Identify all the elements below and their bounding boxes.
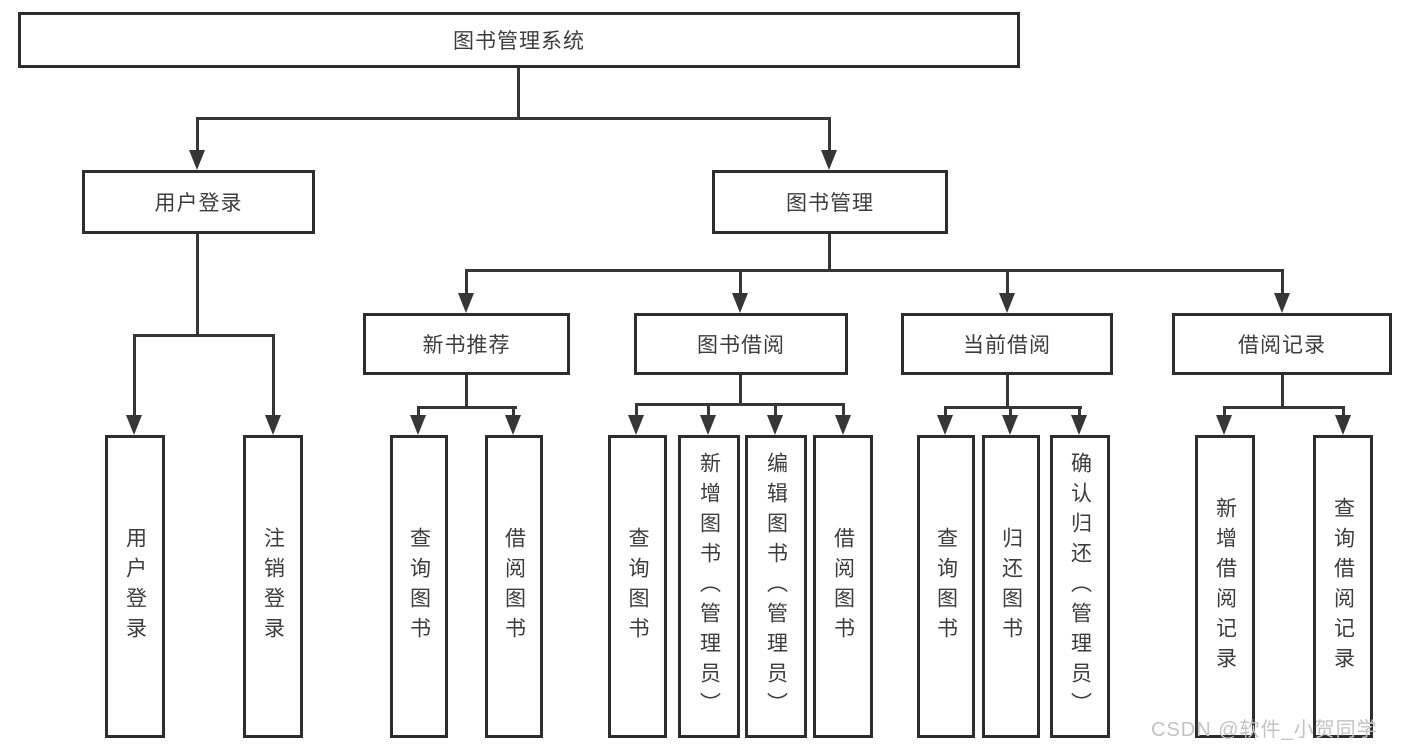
node-book-borrow: 图书借阅	[634, 313, 848, 375]
leaf-nb-query-book-label: 查询图书	[407, 526, 431, 647]
csdn-watermark: CSDN @软件_小贺同学	[1151, 719, 1378, 741]
leaf-bb-borrow-book-label: 借阅图书	[831, 526, 855, 647]
node-book-borrow-label: 图书借阅	[697, 334, 785, 357]
edge-current-borrow-split	[944, 406, 1082, 409]
edge-stub-leaf	[133, 334, 136, 418]
arrow-down-icon	[1216, 415, 1232, 435]
arrow-down-icon	[458, 293, 474, 313]
edge-stub-module	[1006, 269, 1009, 296]
arrow-down-icon	[767, 415, 783, 435]
edge-new-book-split	[417, 406, 517, 409]
leaf-user-login-label: 用户登录	[123, 526, 147, 647]
leaf-br-query-record-label: 查询借阅记录	[1331, 496, 1355, 677]
node-user-login-label: 用户登录	[154, 192, 243, 215]
edge-stub-module	[1281, 269, 1284, 296]
leaf-br-add-record-label: 新增借阅记录	[1213, 496, 1237, 677]
edge-book-borrow-down	[739, 375, 742, 406]
leaf-cb-return-book-label: 归还图书	[999, 526, 1023, 647]
leaf-br-query-record: 查询借阅记录	[1313, 435, 1373, 738]
arrow-down-icon	[821, 150, 837, 170]
edge-stub-leaf	[944, 406, 947, 418]
arrow-down-icon	[1071, 415, 1087, 435]
edge-stub-user-login	[196, 117, 199, 153]
edge-stub-module	[465, 269, 468, 296]
leaf-bb-borrow-book: 借阅图书	[813, 435, 873, 738]
edge-current-borrow-down	[1006, 375, 1009, 409]
arrow-down-icon	[732, 293, 748, 313]
edge-stub-leaf	[1223, 406, 1226, 418]
edge-stub-leaf	[1009, 406, 1012, 418]
node-new-book-recommend: 新书推荐	[363, 313, 570, 375]
arrow-down-icon	[628, 415, 644, 435]
leaf-bb-add-book-admin-label: 新增图书（管理员）	[697, 451, 721, 722]
arrow-down-icon	[937, 415, 953, 435]
arrow-down-icon	[1274, 293, 1290, 313]
edge-book-mgmt-split	[465, 269, 1284, 272]
edge-user-login-down	[196, 233, 199, 336]
leaf-logout-login-label: 注销登录	[261, 526, 285, 647]
leaf-cb-return-book: 归还图书	[982, 435, 1040, 738]
arrow-down-icon	[999, 293, 1015, 313]
edge-book-borrow-split	[635, 403, 845, 406]
edge-stub-module	[739, 269, 742, 296]
node-book-mgmt: 图书管理	[712, 170, 948, 234]
edge-stub-leaf	[774, 403, 777, 418]
leaf-nb-query-book: 查询图书	[390, 435, 448, 738]
node-current-borrow: 当前借阅	[901, 313, 1113, 375]
leaf-bb-query-book-label: 查询图书	[626, 526, 649, 647]
node-root-label: 图书管理系统	[453, 30, 585, 53]
edge-stub-leaf	[707, 403, 710, 418]
node-user-login: 用户登录	[82, 170, 315, 234]
leaf-cb-confirm-return-admin-label: 确认归还（管理员）	[1068, 451, 1092, 722]
leaf-cb-query-book-label: 查询图书	[934, 526, 958, 647]
leaf-cb-query-book: 查询图书	[917, 435, 975, 738]
edge-stub-leaf	[512, 406, 515, 418]
leaf-nb-borrow-book-label: 借阅图书	[502, 526, 526, 647]
node-borrow-record: 借阅记录	[1172, 313, 1392, 375]
arrow-down-icon	[265, 415, 281, 435]
edge-book-mgmt-down	[828, 233, 831, 272]
arrow-down-icon	[1335, 415, 1351, 435]
node-current-borrow-label: 当前借阅	[963, 334, 1051, 357]
edge-user-login-split	[133, 334, 275, 337]
arrow-down-icon	[410, 415, 426, 435]
leaf-cb-confirm-return-admin: 确认归还（管理员）	[1050, 435, 1110, 738]
arrow-down-icon	[700, 415, 716, 435]
edge-new-book-down	[465, 375, 468, 409]
arrow-down-icon	[835, 415, 851, 435]
leaf-bb-edit-book-admin-label: 编辑图书（管理员）	[764, 451, 788, 722]
edge-stub-leaf	[1078, 406, 1081, 418]
leaf-bb-add-book-admin: 新增图书（管理员）	[678, 435, 740, 738]
node-new-book-recommend-label: 新书推荐	[422, 334, 511, 357]
leaf-br-add-record: 新增借阅记录	[1195, 435, 1255, 738]
edge-borrow-record-down	[1281, 375, 1284, 409]
leaf-bb-edit-book-admin: 编辑图书（管理员）	[745, 435, 807, 738]
node-root: 图书管理系统	[18, 12, 1020, 68]
edge-stub-leaf	[417, 406, 420, 418]
edge-stub-leaf	[842, 403, 845, 418]
edge-stub-leaf	[272, 334, 275, 418]
node-book-mgmt-label: 图书管理	[786, 192, 874, 215]
arrow-down-icon	[126, 415, 142, 435]
node-borrow-record-label: 借阅记录	[1238, 334, 1326, 357]
leaf-user-login: 用户登录	[105, 435, 165, 738]
edge-stub-leaf	[635, 403, 638, 418]
edge-borrow-record-split	[1223, 406, 1345, 409]
arrow-down-icon	[189, 150, 205, 170]
leaf-logout-login: 注销登录	[243, 435, 303, 738]
edge-root-down	[517, 68, 520, 118]
leaf-nb-borrow-book: 借阅图书	[485, 435, 543, 738]
edge-root-split	[196, 117, 831, 120]
leaf-bb-query-book: 查询图书	[608, 435, 667, 738]
arrow-down-icon	[505, 415, 521, 435]
edge-stub-leaf	[1342, 406, 1345, 418]
edge-stub-book-mgmt	[828, 117, 831, 153]
arrow-down-icon	[1002, 415, 1018, 435]
